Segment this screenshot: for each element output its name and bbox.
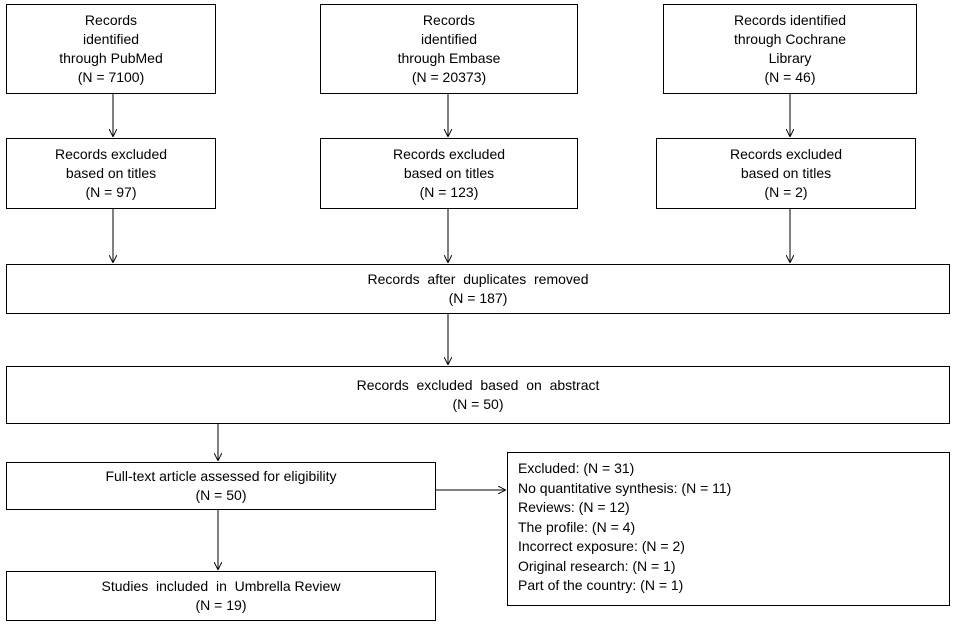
source-box-pubmed: Records identified through PubMed (N = 7… (6, 4, 216, 94)
exclusion-text: based on titles (403, 165, 495, 181)
source-text: identified (420, 31, 478, 47)
fulltext-box: Full-text article assessed for eligibili… (6, 462, 436, 510)
abstract-text: Records excluded based on abstract (356, 377, 600, 393)
excluded-reason: Reviews: (N = 12) (518, 499, 630, 515)
exclusion-count: (N = 2) (764, 184, 808, 200)
source-box-cochrane: Records identified through Cochrane Libr… (663, 4, 917, 94)
source-text: Records (422, 12, 476, 28)
excluded-reason: No quantitative synthesis: (N = 11) (518, 479, 732, 496)
excluded-total: Excluded: (N = 31) (518, 460, 635, 476)
included-text: Studies included in Umbrella Review (101, 578, 341, 594)
exclusion-text: Records excluded (392, 146, 506, 162)
source-count: (N = 7100) (77, 69, 145, 85)
duplicates-removed-box: Records after duplicates removed (N = 18… (6, 264, 950, 314)
included-count: (N = 19) (195, 597, 247, 613)
source-count: (N = 20373) (411, 69, 487, 85)
exclusion-text: Records excluded (729, 146, 843, 162)
source-box-embase: Records identified through Embase (N = 2… (320, 4, 578, 94)
title-exclusion-box-cochrane: Records excluded based on titles (N = 2) (656, 138, 916, 209)
source-count: (N = 46) (764, 69, 816, 85)
abstract-exclusion-box: Records excluded based on abstract (N = … (6, 366, 950, 424)
exclusion-text: based on titles (740, 165, 832, 181)
source-text: Records (84, 12, 138, 28)
excluded-reason: The profile: (N = 4) (518, 518, 636, 535)
fulltext-text: Full-text article assessed for eligibili… (105, 468, 337, 484)
abstract-count: (N = 50) (452, 396, 504, 412)
exclusion-text: based on titles (65, 165, 157, 181)
source-text: Records identified (733, 12, 847, 28)
source-text: through Embase (397, 50, 501, 66)
excluded-reason: Part of the country: (N = 1) (518, 577, 684, 593)
included-box: Studies included in Umbrella Review (N =… (6, 571, 436, 621)
duplicates-count: (N = 187) (448, 290, 508, 306)
source-text: Library (768, 50, 812, 66)
excluded-reason: Original research: (N = 1) (518, 557, 676, 574)
exclusion-count: (N = 97) (85, 184, 137, 200)
title-exclusion-box-embase: Records excluded based on titles (N = 12… (320, 138, 578, 209)
fulltext-count: (N = 50) (195, 487, 247, 503)
title-exclusion-box-pubmed: Records excluded based on titles (N = 97… (6, 138, 216, 209)
source-text: through PubMed (59, 50, 163, 66)
exclusion-count: (N = 123) (419, 184, 479, 200)
source-text: through Cochrane (733, 31, 847, 47)
source-text: identified (82, 31, 140, 47)
excluded-reasons-box: Excluded: (N = 31) No quantitative synth… (507, 452, 950, 606)
duplicates-text: Records after duplicates removed (367, 271, 589, 287)
excluded-reason: Incorrect exposure: (N = 2) (518, 538, 685, 554)
exclusion-text: Records excluded (54, 146, 168, 162)
